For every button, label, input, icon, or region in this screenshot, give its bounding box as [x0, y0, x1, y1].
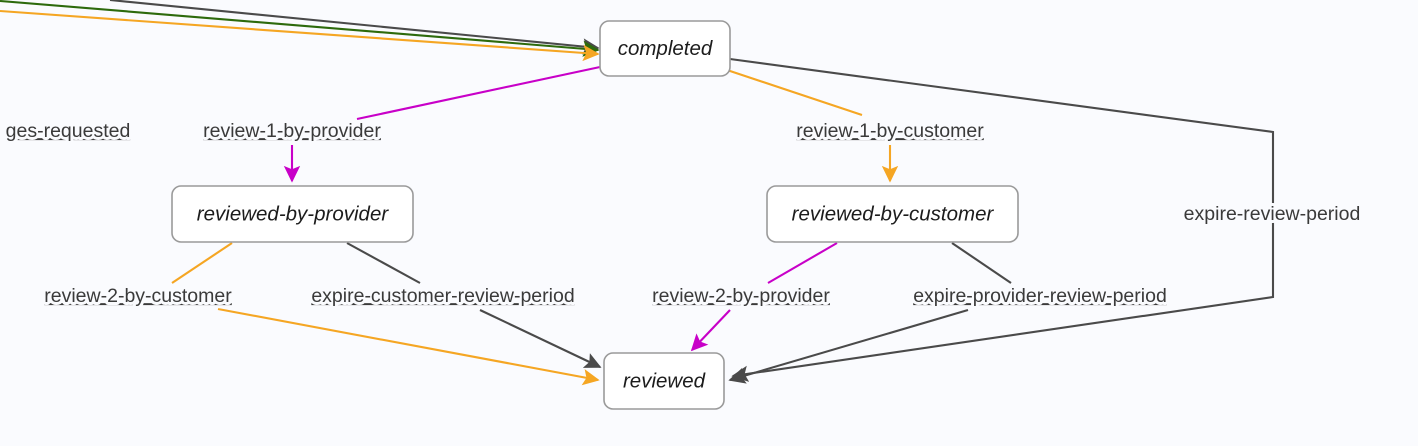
edge-label-review-2-by-customer: review-2-by-customer	[44, 285, 232, 307]
edge-review-2-by-provider	[767, 242, 838, 284]
edge-edge-orange-incoming	[0, 9, 600, 62]
edge-label-review-2-by-provider: review-2-by-provider	[652, 285, 830, 307]
edge-review-2-by-provider	[690, 309, 731, 352]
edge-review-2-by-customer	[171, 242, 233, 284]
node-label-reviewed: reviewed	[623, 369, 706, 392]
node-label-reviewed-by-customer: reviewed-by-customer	[792, 202, 995, 225]
edge-label-review-1-by-customer: review-1-by-customer	[796, 120, 984, 142]
node-box-reviewed-by-customer[interactable]	[766, 185, 1019, 243]
edge-label-changes-requested: ges-requested	[6, 120, 131, 142]
node-reviewed-by-customer[interactable]: reviewed-by-customer	[766, 185, 1019, 243]
node-reviewed-by-provider[interactable]: reviewed-by-provider	[171, 185, 414, 243]
edge-label-review-1-by-provider: review-1-by-provider	[203, 120, 381, 142]
edge-expire-provider-review-period	[951, 242, 1012, 284]
edge-review-1-by-provider	[356, 65, 601, 121]
edge-changes-requested	[109, 0, 600, 55]
edge-expire-customer-review-period	[479, 309, 602, 368]
edges-layer	[0, 0, 1275, 386]
node-completed[interactable]: completed	[599, 20, 731, 77]
edge-labels-layer: ges-requested review-1-by-provider review-…	[3, 117, 1364, 310]
edge-expire-customer-review-period	[346, 242, 421, 284]
edge-expire-review-period	[729, 57, 1275, 382]
edge-review-1-by-customer	[726, 69, 863, 116]
node-box-completed[interactable]	[599, 20, 731, 77]
edge-label-expire-provider-review-period: expire-provider-review-period	[913, 285, 1167, 307]
node-label-reviewed-by-provider: reviewed-by-provider	[197, 202, 390, 225]
edge-edge-green-incoming	[0, 0, 600, 57]
node-box-reviewed[interactable]	[603, 352, 725, 410]
edge-label-expire-review-period: expire-review-period	[1184, 203, 1361, 225]
node-box-reviewed-by-provider[interactable]	[171, 185, 414, 243]
nodes-layer: completed reviewed-by-provider reviewed-by…	[171, 20, 1019, 410]
edge-expire-provider-review-period	[728, 308, 969, 384]
edge-review-2-by-customer	[217, 307, 600, 386]
node-reviewed[interactable]: reviewed	[603, 352, 725, 410]
node-label-completed: completed	[618, 37, 713, 60]
edge-label-expire-customer-review-period: expire-customer-review-period	[311, 285, 574, 307]
